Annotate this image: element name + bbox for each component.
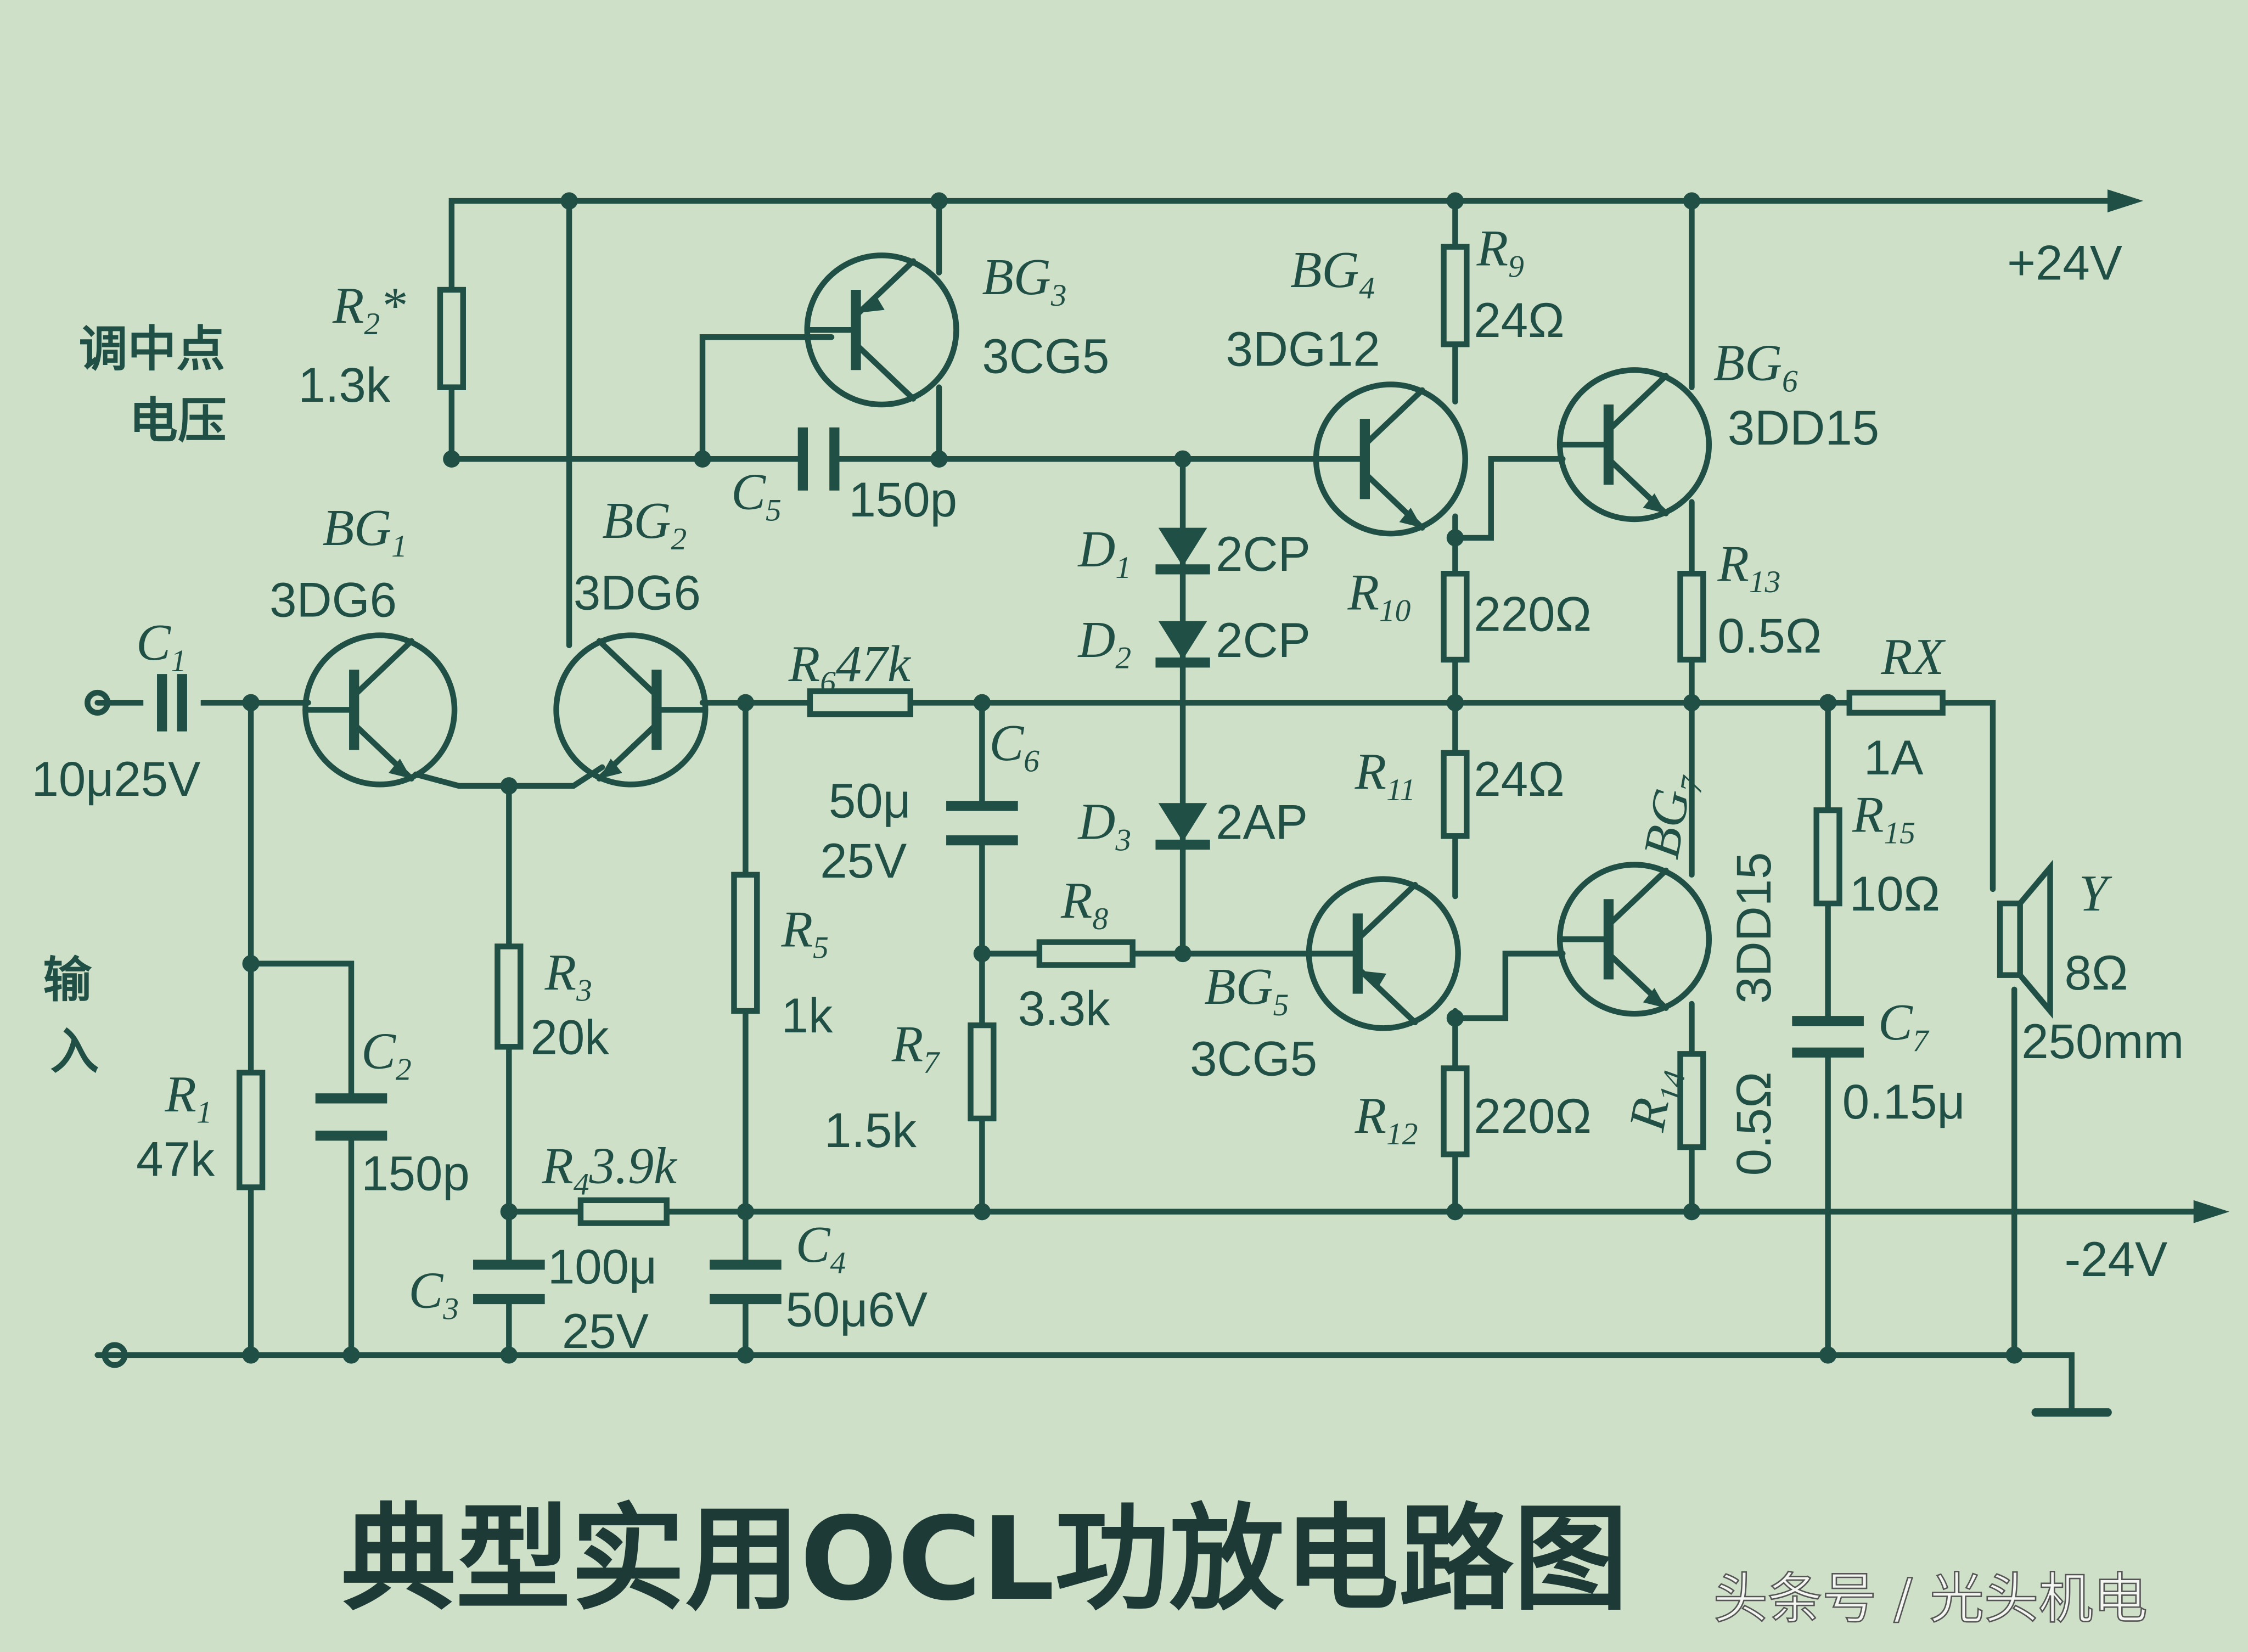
r10-label: R10: [1347, 564, 1411, 628]
transistor-bg1: [305, 636, 454, 785]
bg3-label: BG3: [982, 249, 1066, 313]
bg4-model: 3DG12: [1226, 322, 1380, 376]
r11-value: 24Ω: [1474, 752, 1564, 806]
bg7-model: 3DD15: [1727, 852, 1781, 1003]
r3-label: R3: [544, 944, 592, 1008]
r6-label: R647k: [788, 636, 912, 700]
speaker-size: 250mm: [2021, 1014, 2184, 1069]
resistors: [237, 244, 1946, 1226]
transistor-bg5: [1309, 879, 1458, 1029]
r4-label: R43.9k: [541, 1137, 678, 1201]
bg6-label: BG6: [1713, 335, 1798, 399]
bg4-label: BG4: [1290, 241, 1375, 306]
r10-value: 220Ω: [1474, 587, 1592, 642]
r5-value: 1k: [782, 988, 833, 1043]
transistor-bg7: [1560, 865, 1709, 1014]
r9-label: R9: [1476, 220, 1524, 284]
d2-model: 2CP: [1216, 613, 1311, 667]
speaker-label: Y: [2079, 865, 2112, 922]
bg2-model: 3DG6: [574, 566, 701, 620]
c5-value: 150p: [848, 473, 957, 527]
d3-model: 2AP: [1216, 795, 1308, 850]
r14-value: 0.5Ω: [1727, 1072, 1781, 1176]
r13-label: R13: [1717, 535, 1780, 599]
c1-label: C1: [136, 614, 186, 678]
label-vminus: -24V: [2065, 1232, 2168, 1286]
speaker-icon: [1997, 859, 2053, 1019]
c7-value: 0.15μ: [1842, 1075, 1965, 1129]
c2-label: C2: [361, 1022, 411, 1087]
junction-dots: [242, 192, 2023, 1364]
bg2-label: BG2: [602, 492, 687, 557]
r12-value: 220Ω: [1474, 1089, 1592, 1143]
bg5-label: BG5: [1204, 958, 1289, 1022]
watermark: 头条号 / 光头机电: [1713, 1567, 2148, 1631]
r8-value: 3.3k: [1018, 981, 1110, 1036]
r3-value: 20k: [531, 1010, 610, 1064]
r9-value: 24Ω: [1474, 293, 1564, 347]
label-adjust-midpoint-2: 电压: [129, 392, 227, 449]
r15-label: R15: [1852, 786, 1915, 850]
c5-label: C5: [731, 464, 781, 528]
r11-label: R11: [1355, 743, 1416, 807]
r1-label: R1: [164, 1066, 212, 1130]
d3-label: D3: [1077, 794, 1131, 858]
c3-value-2: 25V: [562, 1304, 649, 1358]
bg7-label: BG7: [1633, 768, 1711, 863]
r5-label: R5: [781, 901, 829, 965]
r2-value: 1.3k: [298, 358, 390, 412]
r15-value: 10Ω: [1850, 867, 1940, 921]
label-adjust-midpoint-1: 调中点: [79, 321, 225, 377]
c3-label: C3: [408, 1262, 458, 1327]
c6-label: C6: [989, 715, 1039, 779]
c1-value: 10μ25V: [31, 752, 200, 806]
d2-label: D2: [1077, 611, 1131, 676]
label-vplus: +24V: [2007, 236, 2122, 290]
c4-label: C4: [796, 1216, 846, 1280]
ground-terminal: [102, 1342, 128, 1368]
transistor-bg6: [1560, 370, 1709, 519]
bg1-label: BG1: [323, 499, 407, 564]
speaker-impedance: 8Ω: [2065, 946, 2128, 1000]
fuse-value: 1A: [1864, 731, 1924, 785]
c7-label: C7: [1878, 994, 1930, 1058]
label-input-1: 输: [43, 952, 92, 1008]
r1-value: 47k: [136, 1132, 215, 1186]
fuse-label: RX: [1880, 628, 1946, 685]
r13-value: 0.5Ω: [1717, 609, 1822, 663]
bg5-model: 3CG5: [1190, 1032, 1317, 1086]
d1-label: D1: [1077, 521, 1131, 585]
caption: 典型实用OCL功放电路图: [341, 1493, 1628, 1626]
bg3-model: 3CG5: [982, 329, 1109, 384]
transistor-bg4: [1316, 384, 1465, 533]
label-input-2: 入: [50, 1023, 99, 1080]
r2-label: R2*: [332, 277, 406, 341]
c6-value-2: 25V: [820, 834, 907, 888]
c6-value-1: 50μ: [829, 773, 911, 828]
r7-label: R7: [891, 1015, 940, 1080]
wires: [94, 189, 2230, 1417]
d1-model: 2CP: [1216, 527, 1311, 581]
capacitors: [143, 427, 1864, 1305]
diodes: [1155, 527, 1210, 850]
bg1-model: 3DG6: [269, 573, 397, 627]
c2-value: 150p: [361, 1147, 470, 1201]
r8-label: R8: [1060, 872, 1108, 936]
transistor-bg2: [557, 636, 706, 785]
bg6-model: 3DD15: [1728, 401, 1879, 455]
r12-label: R12: [1355, 1087, 1418, 1151]
r7-value: 1.5k: [824, 1103, 917, 1157]
input-terminal: [85, 689, 111, 716]
c3-value-1: 100μ: [548, 1239, 657, 1294]
c4-value: 50μ6V: [786, 1283, 928, 1337]
transistor-bg3: [807, 255, 957, 404]
